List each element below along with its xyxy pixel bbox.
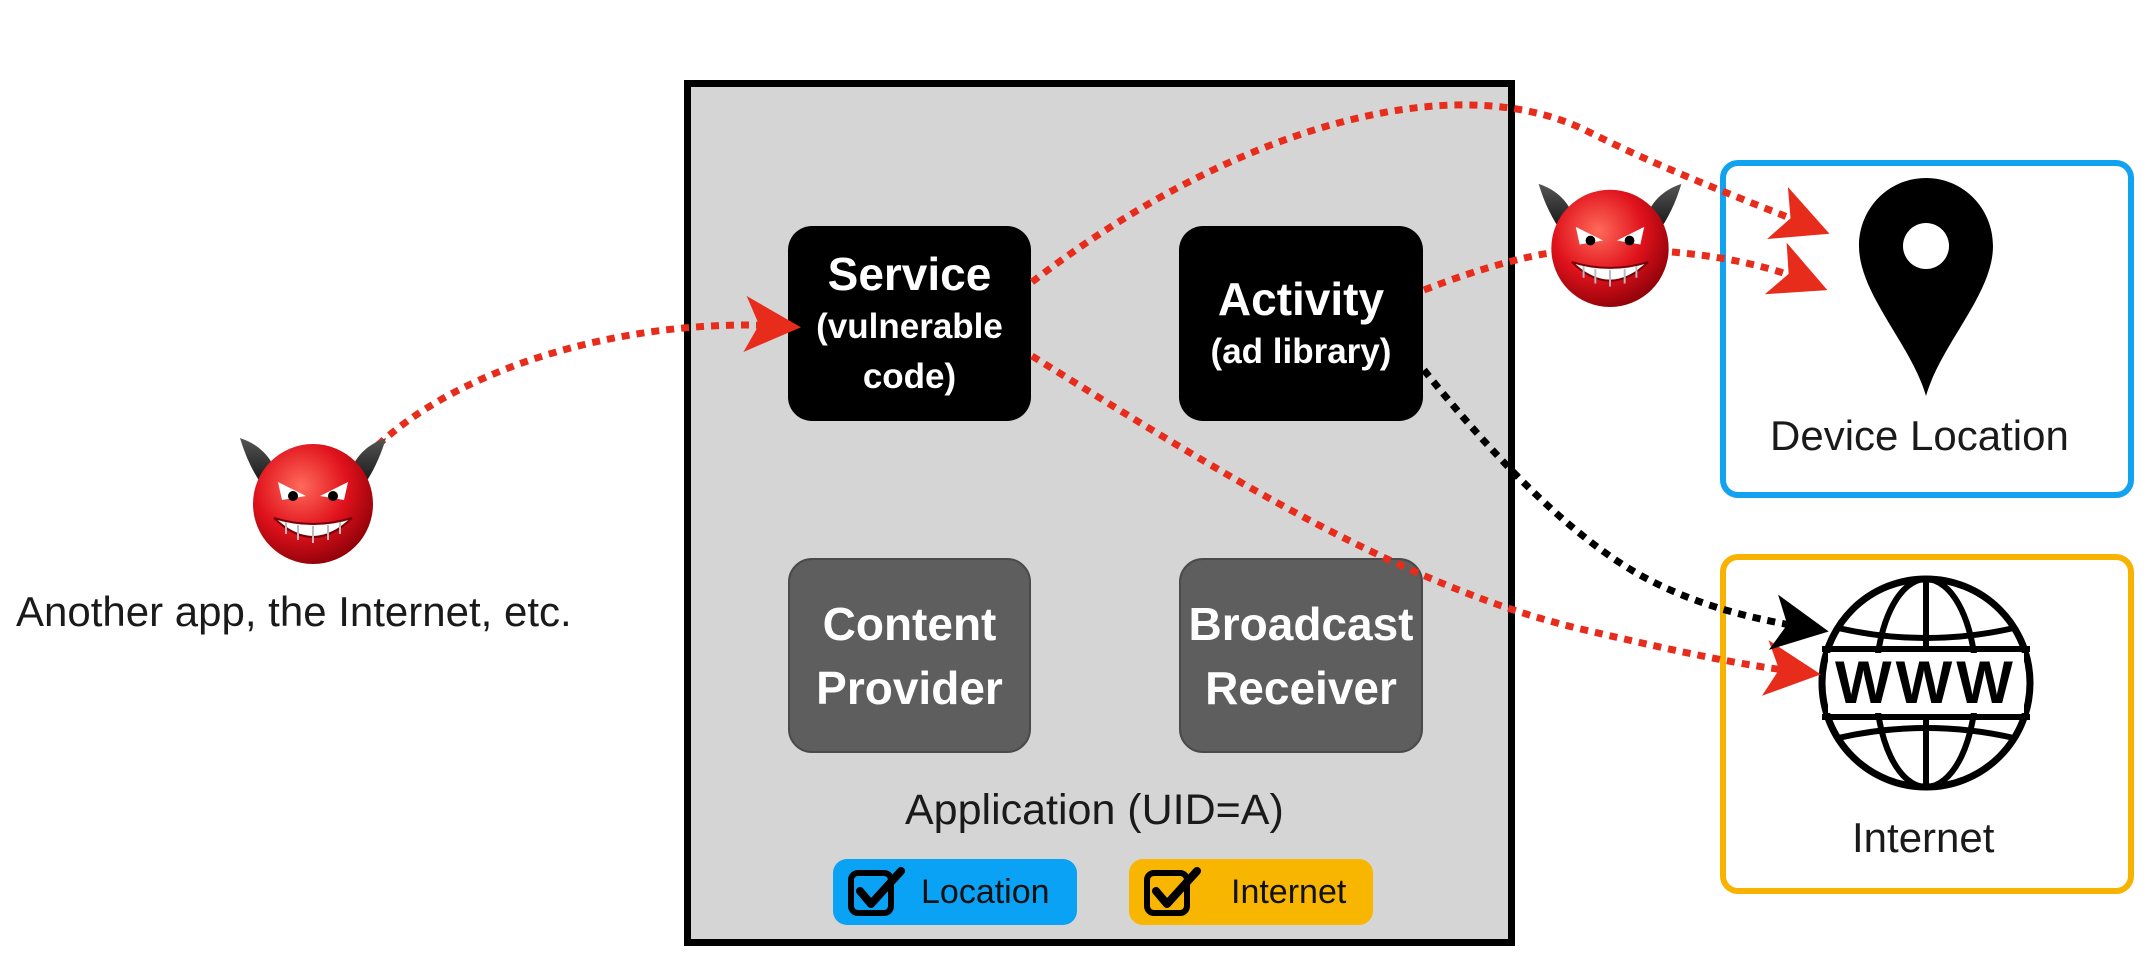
broadcast-receiver-line1: Broadcast bbox=[1188, 597, 1414, 650]
application-label: Application (UID=A) bbox=[905, 786, 1284, 834]
internet-permission-badge: Internet bbox=[1129, 859, 1373, 925]
content-provider-line1: Content bbox=[822, 597, 997, 650]
activity-subtitle: (ad library) bbox=[1210, 331, 1392, 371]
checkbox-checked-icon bbox=[1143, 867, 1201, 917]
map-pin-icon bbox=[1855, 176, 1997, 398]
service-component: Service (vulnerable code) bbox=[788, 226, 1031, 421]
content-provider-line2: Provider bbox=[816, 661, 1003, 714]
attacker-devil-icon bbox=[238, 430, 388, 565]
device-location-label: Device Location bbox=[1770, 412, 2069, 459]
location-permission-badge: Location bbox=[833, 859, 1077, 925]
attacker-label: Another app, the Internet, etc. bbox=[16, 588, 572, 635]
activity-component: Activity (ad library) bbox=[1179, 226, 1423, 421]
service-subtitle-line2: code) bbox=[862, 356, 957, 396]
broadcast-receiver-component: Broadcast Receiver bbox=[1179, 558, 1423, 753]
internet-label: Internet bbox=[1852, 814, 1995, 861]
ad-library-devil-icon bbox=[1535, 176, 1685, 308]
service-subtitle-line1: (vulnerable bbox=[816, 306, 1003, 346]
content-provider-component: Content Provider bbox=[788, 558, 1031, 753]
globe-www-icon: WWW bbox=[1816, 573, 2036, 793]
globe-www-text: WWW bbox=[1835, 649, 2017, 716]
location-permission-label: Location bbox=[921, 872, 1050, 911]
service-title: Service bbox=[827, 247, 992, 300]
broadcast-receiver-line2: Receiver bbox=[1205, 661, 1397, 714]
checkbox-checked-icon bbox=[847, 867, 905, 917]
activity-title: Activity bbox=[1217, 272, 1385, 325]
internet-permission-label: Internet bbox=[1231, 872, 1347, 911]
